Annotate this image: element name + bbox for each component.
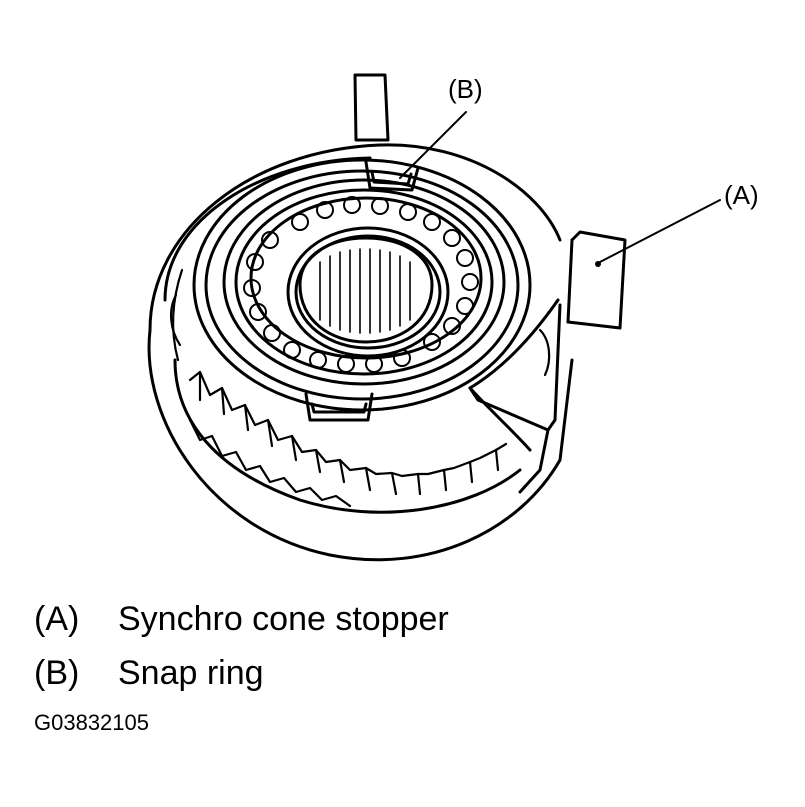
synchro-cone-stopper	[353, 73, 627, 494]
legend-key: (A)	[34, 599, 80, 638]
figure-id: G03832105	[34, 710, 149, 735]
bearing-balls	[243, 196, 479, 373]
callout-label-a: (A)	[724, 180, 759, 210]
legend-label: Synchro cone stopper	[118, 599, 449, 638]
synchro-cone-rings	[192, 158, 532, 412]
inner-hub	[286, 226, 450, 358]
leader-lines	[399, 111, 721, 263]
snap-ring	[304, 160, 420, 422]
synchro-assembly-illustration	[147, 73, 721, 562]
hub-splines	[319, 248, 411, 334]
legend-item: (A) Synchro cone stopper	[34, 592, 449, 646]
gear-teeth	[170, 268, 551, 508]
legend-item: (B) Snap ring	[34, 646, 449, 700]
legend: (A) Synchro cone stopper (B) Snap ring	[34, 592, 449, 700]
legend-key: (B)	[34, 653, 80, 692]
legend-label: Snap ring	[118, 653, 264, 692]
leader-dot	[595, 261, 601, 267]
callout-label-b: (B)	[448, 74, 483, 104]
